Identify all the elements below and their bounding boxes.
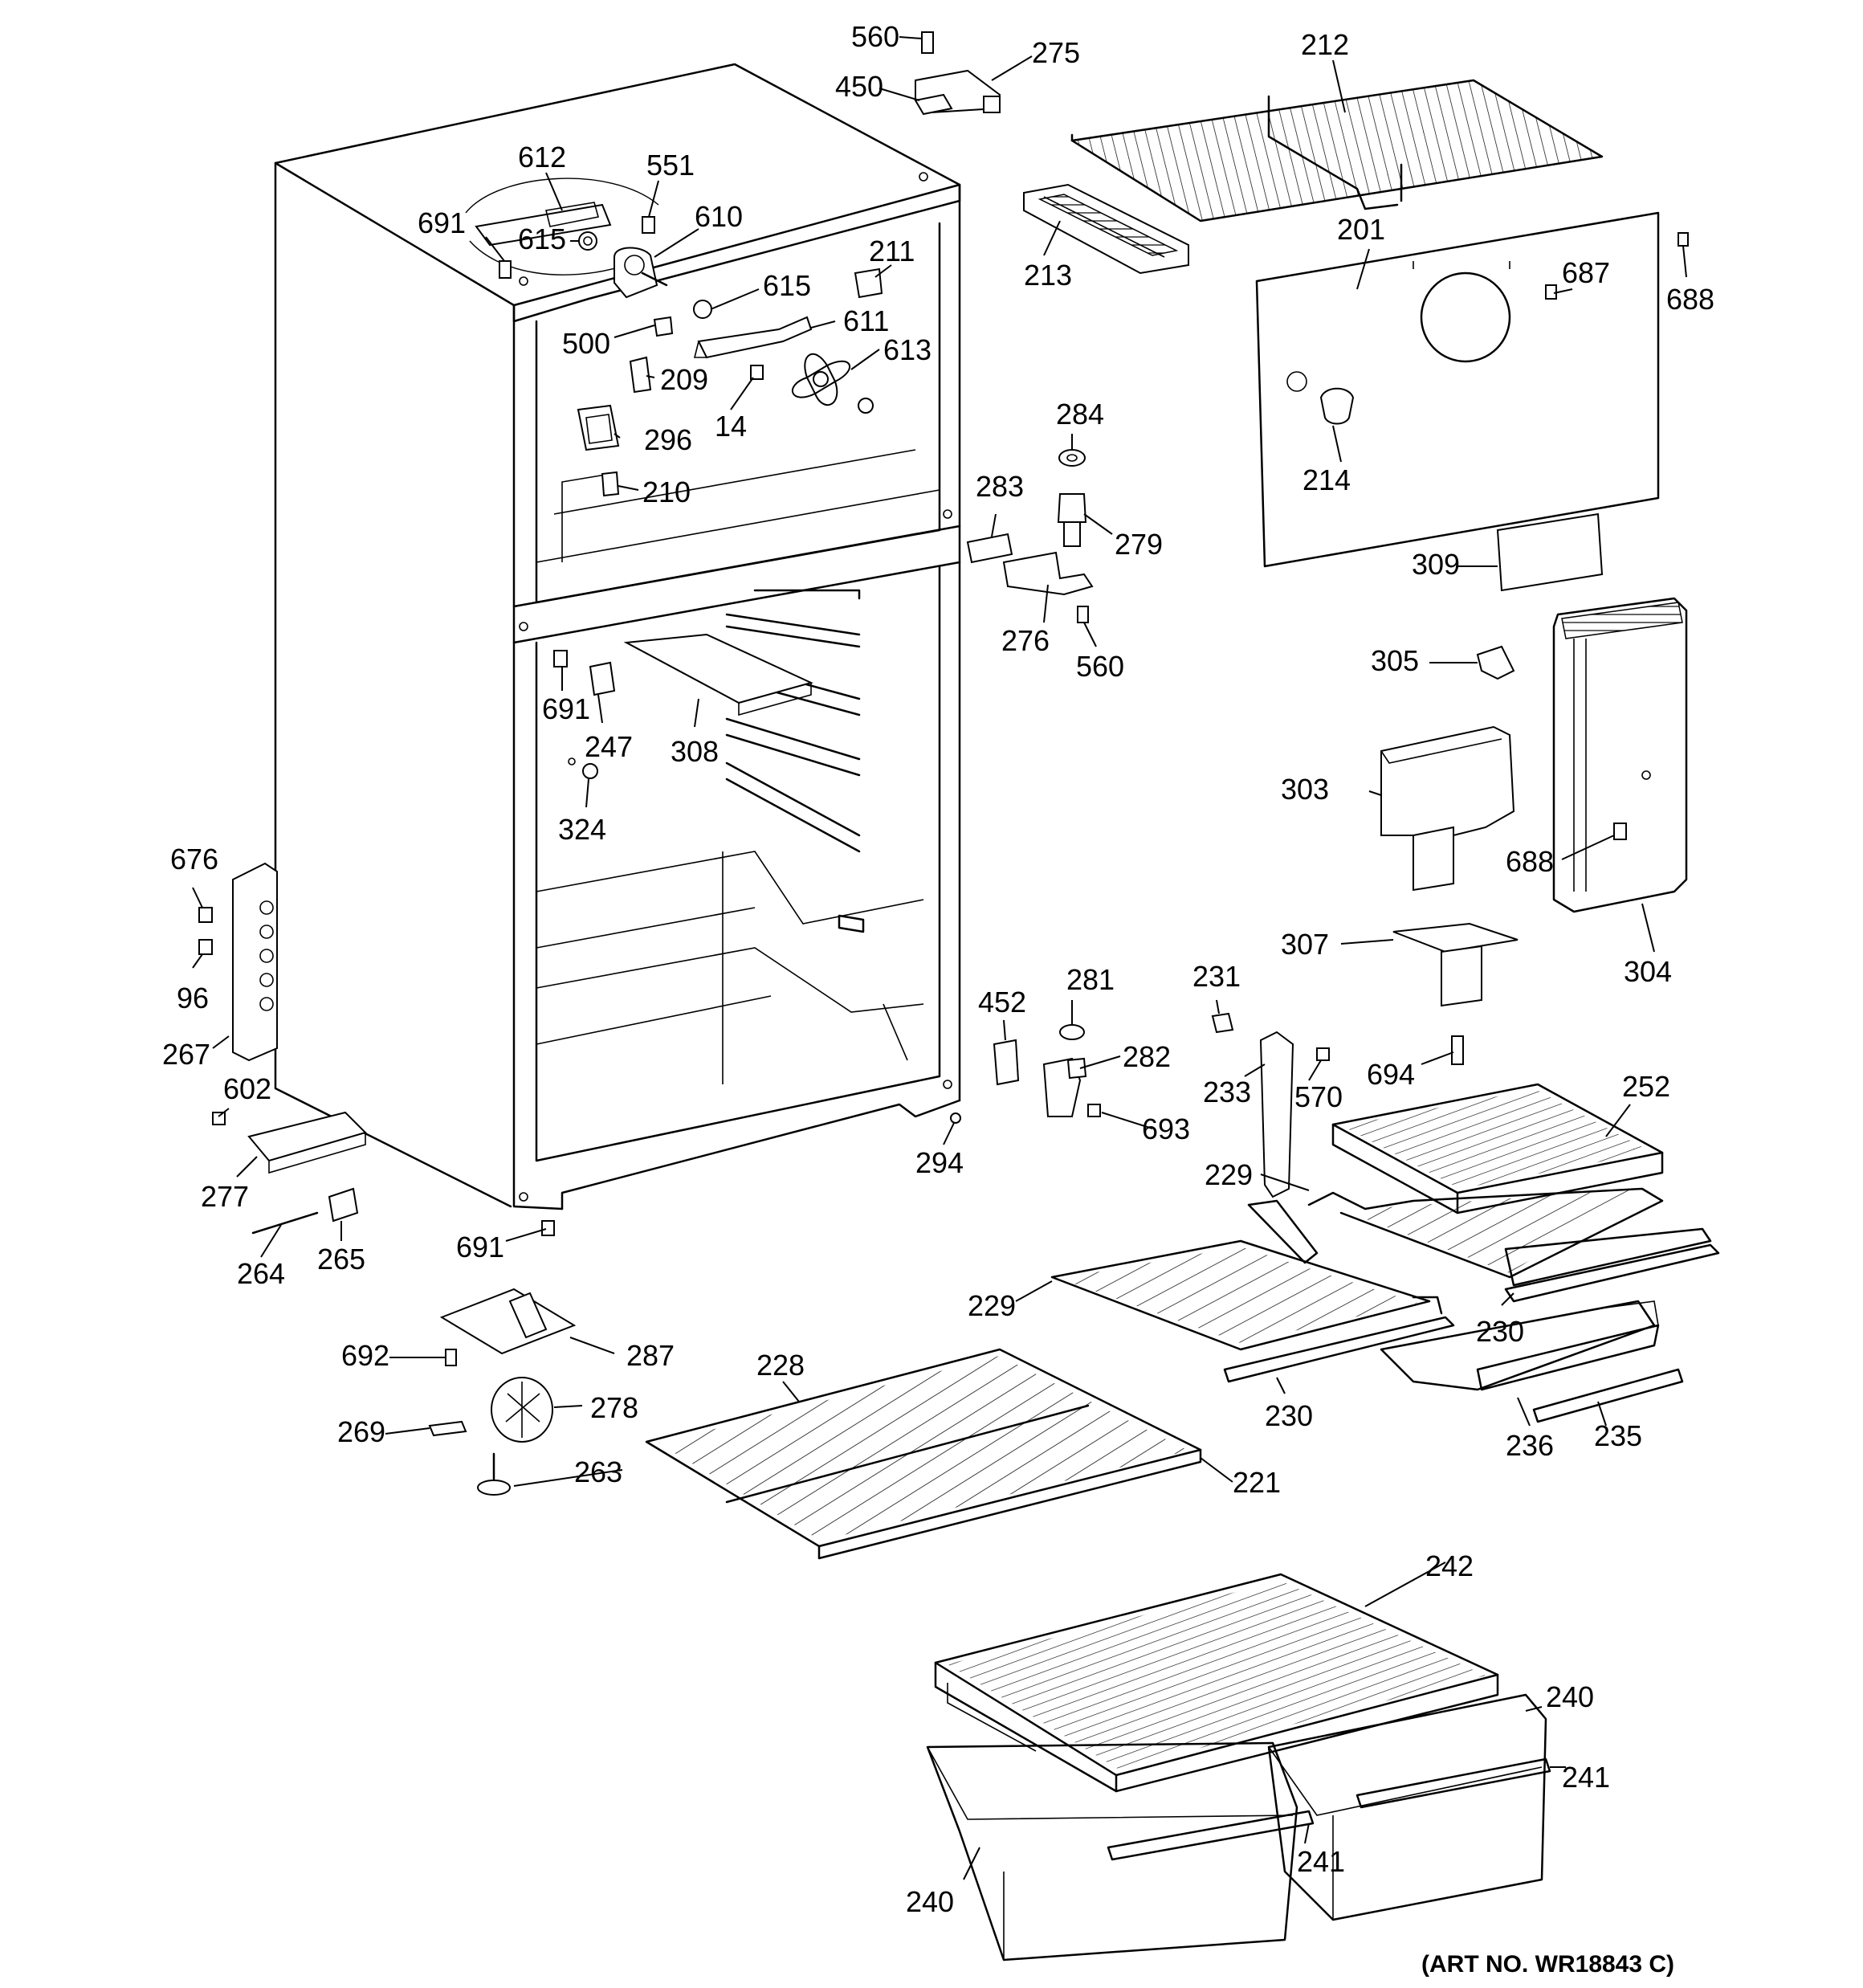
callout-265: 265 bbox=[317, 1243, 365, 1276]
art-number: (ART NO. WR18843 C) bbox=[1421, 1951, 1674, 1978]
callout-212: 212 bbox=[1301, 28, 1349, 61]
callout-284: 284 bbox=[1056, 398, 1104, 431]
fresh-food-shelves bbox=[645, 1083, 1720, 1560]
callout-236: 236 bbox=[1506, 1429, 1554, 1462]
callout-570: 570 bbox=[1294, 1080, 1343, 1113]
callout-235: 235 bbox=[1594, 1419, 1642, 1452]
callout-275: 275 bbox=[1032, 36, 1080, 69]
callout-308: 308 bbox=[671, 735, 719, 768]
callout-230: 230 bbox=[1265, 1399, 1313, 1432]
callout-labels: 560 275 450 212 612 551 691 615 610 211 … bbox=[162, 20, 1714, 1978]
callout-241: 241 bbox=[1297, 1845, 1345, 1878]
callout-611: 611 bbox=[843, 304, 889, 337]
callout-615: 615 bbox=[763, 269, 811, 302]
freezer-controls bbox=[465, 178, 883, 497]
callout-277: 277 bbox=[201, 1180, 249, 1213]
callout-693: 693 bbox=[1142, 1112, 1190, 1145]
callout-304: 304 bbox=[1624, 955, 1672, 988]
callout-228: 228 bbox=[756, 1349, 805, 1382]
callout-560: 560 bbox=[1076, 650, 1124, 683]
callout-691: 691 bbox=[542, 692, 590, 725]
callout-602: 602 bbox=[223, 1072, 271, 1105]
callout-209: 209 bbox=[660, 363, 708, 396]
callout-264: 264 bbox=[237, 1257, 285, 1290]
callout-211: 211 bbox=[869, 235, 915, 267]
callout-214: 214 bbox=[1302, 463, 1351, 496]
door-hinge-hardware bbox=[950, 449, 1101, 1124]
callout-294: 294 bbox=[915, 1146, 964, 1179]
callout-279: 279 bbox=[1115, 528, 1163, 561]
callout-309: 309 bbox=[1412, 548, 1460, 581]
callout-283: 283 bbox=[976, 470, 1024, 503]
callout-615: 615 bbox=[518, 222, 566, 255]
callout-247: 247 bbox=[585, 730, 633, 763]
callout-252: 252 bbox=[1622, 1070, 1670, 1103]
callout-687: 687 bbox=[1562, 256, 1610, 289]
callout-560: 560 bbox=[851, 20, 899, 53]
callout-96: 96 bbox=[177, 982, 209, 1014]
air-duct-assembly bbox=[1211, 597, 1688, 1198]
callout-213: 213 bbox=[1024, 259, 1072, 292]
callout-240: 240 bbox=[1546, 1680, 1594, 1713]
callout-691: 691 bbox=[456, 1231, 504, 1263]
callout-229: 229 bbox=[1205, 1158, 1253, 1191]
callout-450: 450 bbox=[835, 70, 883, 103]
callout-612: 612 bbox=[518, 141, 566, 173]
callout-287: 287 bbox=[626, 1339, 675, 1372]
callout-688: 688 bbox=[1506, 845, 1554, 878]
callout-305: 305 bbox=[1371, 644, 1419, 677]
callout-230: 230 bbox=[1476, 1315, 1524, 1348]
callout-307: 307 bbox=[1281, 928, 1329, 961]
callout-610: 610 bbox=[695, 200, 743, 233]
callout-14: 14 bbox=[715, 410, 747, 443]
callout-210: 210 bbox=[642, 476, 691, 508]
callout-282: 282 bbox=[1123, 1040, 1171, 1073]
callout-551: 551 bbox=[646, 149, 695, 182]
callout-242: 242 bbox=[1425, 1549, 1474, 1582]
callout-276: 276 bbox=[1001, 624, 1050, 657]
callout-688: 688 bbox=[1666, 283, 1714, 316]
callout-241: 241 bbox=[1562, 1761, 1610, 1794]
callout-303: 303 bbox=[1281, 773, 1329, 806]
callout-500: 500 bbox=[562, 327, 610, 360]
callout-296: 296 bbox=[644, 423, 692, 456]
bottom-hinge-and-leveling bbox=[198, 862, 577, 1496]
callout-263: 263 bbox=[574, 1455, 622, 1488]
callout-269: 269 bbox=[337, 1415, 385, 1448]
callout-694: 694 bbox=[1367, 1058, 1415, 1091]
callout-201: 201 bbox=[1337, 213, 1385, 246]
cabinet bbox=[274, 63, 961, 1210]
callout-676: 676 bbox=[170, 843, 218, 876]
callout-267: 267 bbox=[162, 1038, 210, 1071]
callout-233: 233 bbox=[1203, 1076, 1251, 1108]
callout-240: 240 bbox=[906, 1885, 954, 1918]
fresh-food-parts bbox=[553, 633, 813, 779]
callout-229: 229 bbox=[968, 1289, 1016, 1322]
callout-281: 281 bbox=[1066, 963, 1115, 996]
callout-452: 452 bbox=[978, 986, 1026, 1018]
freezer-shelf-and-panel bbox=[914, 31, 1689, 592]
callout-691: 691 bbox=[418, 206, 466, 239]
crisper-drawers bbox=[926, 1573, 1551, 1961]
callout-324: 324 bbox=[558, 813, 606, 846]
callout-221: 221 bbox=[1233, 1466, 1281, 1499]
leader-lines bbox=[192, 36, 1687, 1880]
callout-231: 231 bbox=[1192, 960, 1241, 993]
callout-613: 613 bbox=[883, 333, 932, 366]
callout-278: 278 bbox=[590, 1391, 638, 1424]
callout-692: 692 bbox=[341, 1339, 389, 1372]
